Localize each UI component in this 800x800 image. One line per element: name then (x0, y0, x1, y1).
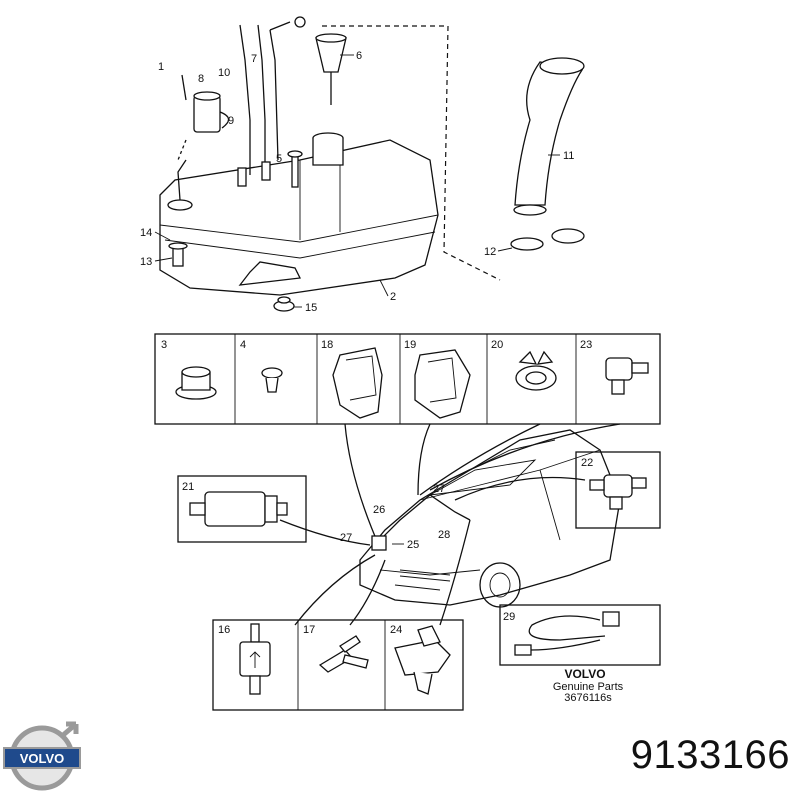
callout-19: 19 (404, 339, 416, 351)
parts-row: 3 4 18 19 20 23 (154, 333, 661, 425)
part-clamp (515, 350, 557, 391)
reservoir-tank (159, 139, 439, 296)
callout-27-left: 27 (340, 532, 352, 544)
part-t-connector (318, 635, 369, 673)
callout-28: 28 (438, 529, 450, 541)
part-check-valve-23 (605, 357, 649, 395)
connector-lines (279, 423, 621, 626)
part-hose-clip-19 (414, 349, 471, 419)
callout-7: 7 (251, 53, 257, 65)
callout-13: 13 (140, 256, 152, 268)
callout-15: 15 (305, 302, 317, 314)
wiring-harness (528, 615, 606, 641)
reservoir-assembly (159, 16, 585, 312)
part-clip (261, 367, 283, 393)
washer-pump (193, 95, 221, 133)
callout-20: 20 (491, 339, 503, 351)
part-washer-nozzle (394, 625, 451, 695)
volvo-logo: VOLVO (3, 721, 81, 791)
callout-8: 8 (198, 73, 204, 85)
callout-6: 6 (356, 50, 362, 62)
callout-10: 10 (218, 67, 230, 79)
callout-21: 21 (182, 481, 194, 493)
callout-3: 3 (161, 339, 167, 351)
genuine-parts-stamp: VOLVO Genuine Parts 3676116s (553, 667, 624, 704)
stamp-line1: Genuine Parts (553, 681, 624, 693)
reservoir-bracket (238, 261, 301, 286)
callout-26: 26 (373, 504, 385, 516)
callout-16: 16 (218, 624, 230, 636)
callout-12: 12 (484, 246, 496, 258)
part-grommet (175, 366, 217, 400)
callout-4: 4 (240, 339, 246, 351)
part-inline-valve (239, 623, 271, 695)
callout-18: 18 (321, 339, 333, 351)
seal-ring (510, 237, 544, 251)
callout-9: 9 (228, 115, 234, 127)
stamp-brand: VOLVO (564, 667, 605, 681)
callout-14: 14 (140, 227, 152, 239)
washer-pump-21 (204, 491, 266, 527)
logo-text: VOLVO (20, 751, 65, 766)
callout-25: 25 (407, 539, 419, 551)
callout-1: 1 (158, 61, 164, 73)
callout-24: 24 (390, 624, 402, 636)
callout-17: 17 (303, 624, 315, 636)
filler-pipe (514, 61, 584, 206)
callout-29: 29 (503, 611, 515, 623)
car-callouts: 26 27 25 27 28 (340, 483, 450, 551)
callout-2: 2 (390, 291, 396, 303)
bottom-parts-row: 16 17 24 (212, 619, 464, 711)
parts-row-frame (154, 333, 661, 425)
dashed-link (322, 25, 501, 281)
callout-11: 11 (563, 150, 574, 162)
part-box-22: 22 (575, 451, 661, 529)
part-box-21: 21 (177, 475, 307, 543)
top-callouts: 1 8 10 7 9 5 6 11 12 14 13 15 2 (140, 50, 574, 314)
part-number: 9133166 (630, 733, 790, 777)
callout-23: 23 (580, 339, 592, 351)
callout-5: 5 (276, 153, 282, 165)
callout-22: 22 (581, 457, 593, 469)
part-hose-clip-18 (332, 347, 383, 419)
part-box-29: 29 (499, 604, 661, 666)
car-wheel (479, 562, 521, 608)
callout-27-right: 27 (433, 483, 445, 495)
stamp-line2: 3676116s (564, 692, 612, 704)
